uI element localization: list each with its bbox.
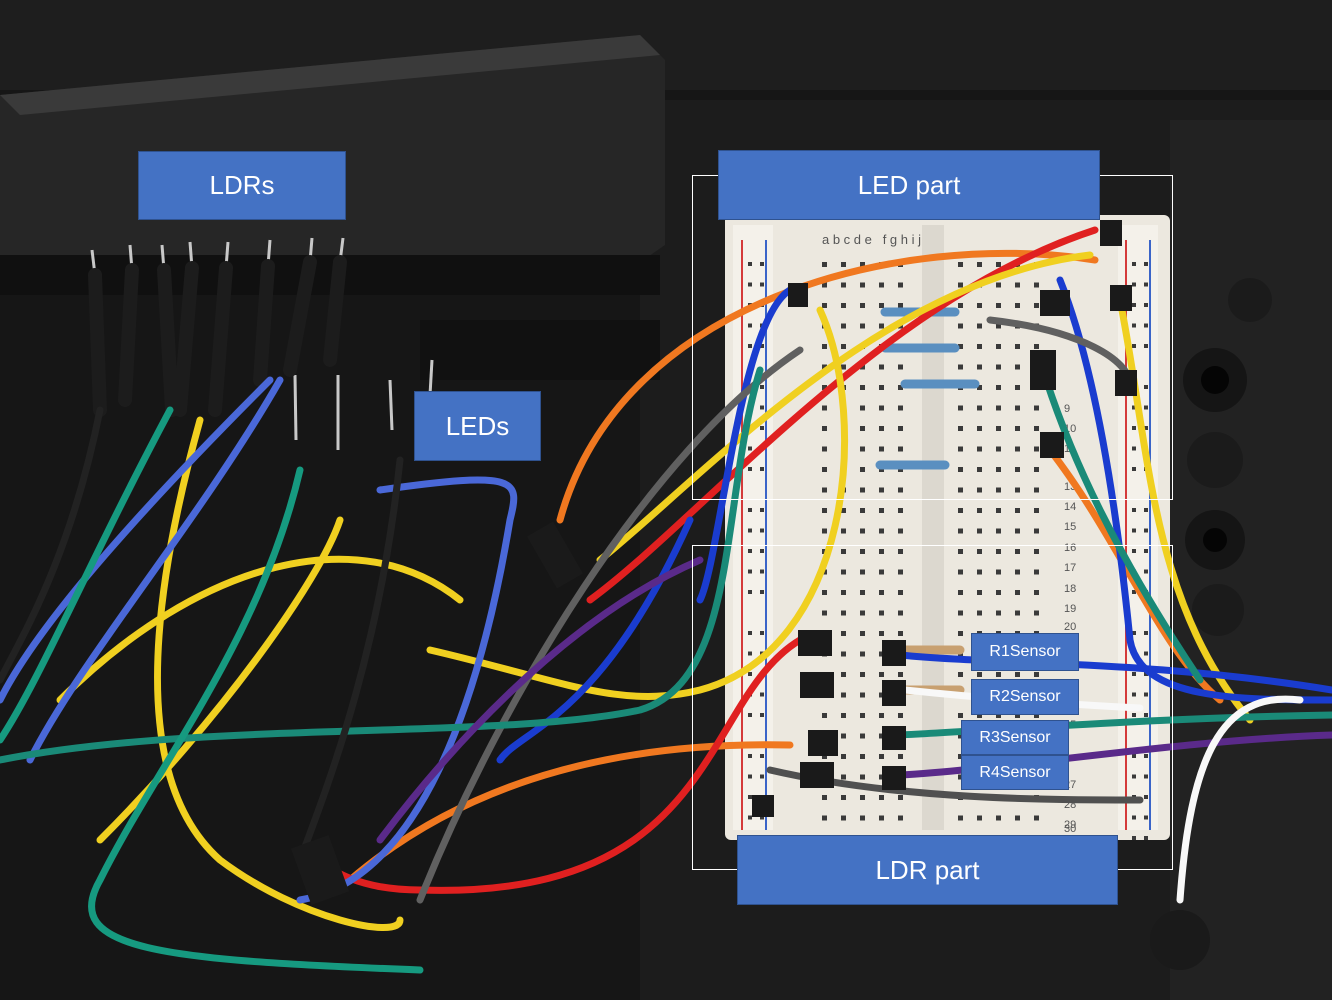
row-number-label: 19	[1064, 603, 1076, 615]
row-number-label: 9	[1064, 403, 1070, 415]
row-number-label: 29	[1064, 819, 1076, 831]
row-number-label: 18	[1064, 583, 1076, 595]
ldrs-callout: LDRs	[138, 151, 346, 220]
led-part-region	[692, 175, 1173, 500]
r4-sensor-callout: R4Sensor	[961, 755, 1069, 790]
leds-callout: LEDs	[414, 391, 541, 461]
row-number-label: 15	[1064, 521, 1076, 533]
led-part-callout: LED part	[718, 150, 1100, 220]
r1-sensor-callout: R1Sensor	[971, 633, 1079, 671]
r3-sensor-callout: R3Sensor	[961, 720, 1069, 755]
row-number-label: 14	[1064, 501, 1076, 513]
ldr-part-callout: LDR part	[737, 835, 1118, 905]
r2-sensor-callout: R2Sensor	[971, 679, 1079, 715]
row-number-label: 20	[1064, 621, 1076, 633]
row-number-label: 30	[1064, 823, 1076, 835]
ldr-part-region	[692, 545, 1173, 870]
column-letters: a b c d e f g h i j	[822, 232, 921, 247]
row-number-label: 17	[1064, 562, 1076, 574]
